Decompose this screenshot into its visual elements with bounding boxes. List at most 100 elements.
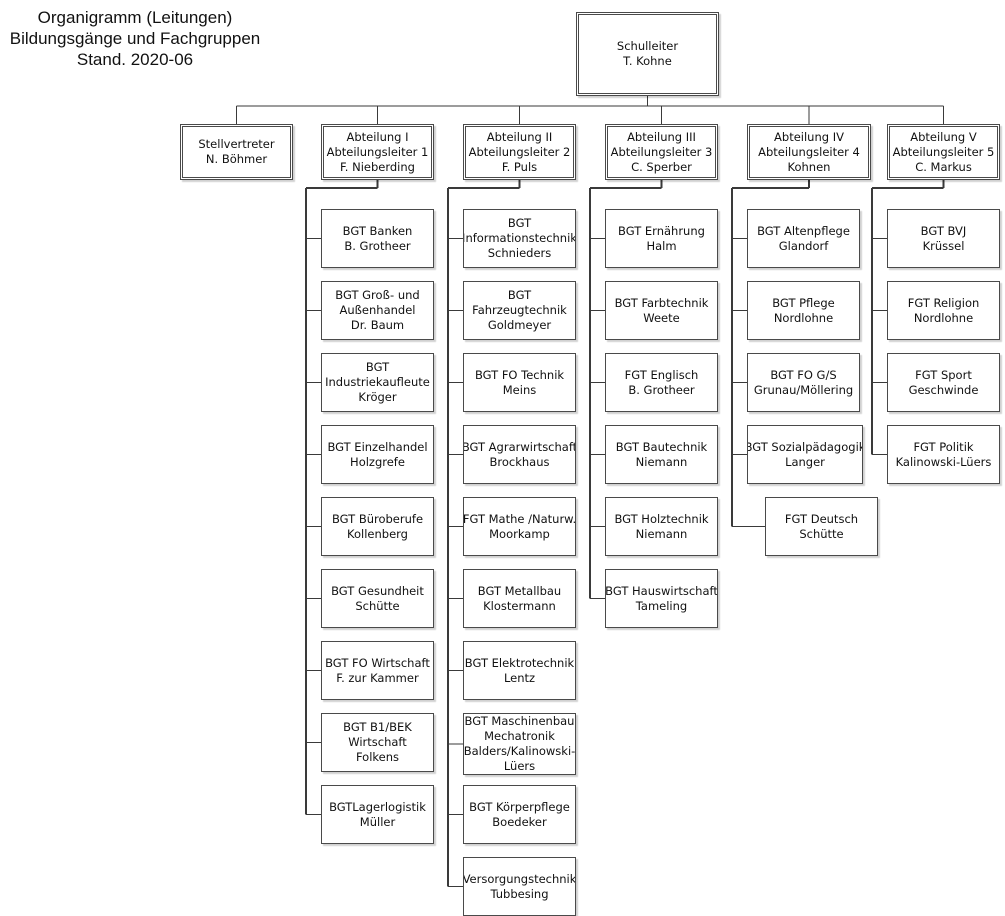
child-box-line: BGT (507, 216, 532, 230)
department-box-line: Abteilung V (910, 129, 977, 144)
child-box-line: Niemann (635, 526, 688, 541)
department-box-line: Abteilungsleiter 3 (610, 144, 713, 159)
child-box-line: BGT FO Technik (474, 367, 565, 382)
department-box-line: Abteilungsleiter 4 (758, 144, 860, 159)
department-box-line: Abteilungsleiter 2 (468, 144, 571, 159)
child-box-line: F. zur Kammer (336, 670, 419, 685)
child-box-line: Krüssel (922, 238, 965, 253)
child-box-line: B. Grotheer (344, 238, 411, 253)
child-box-line: Nordlohne (773, 310, 834, 325)
child-box-line: Tameling (635, 598, 688, 613)
child-box-line: Holzgrefe (350, 454, 405, 469)
child-box-line: BGT FO G/S (770, 367, 837, 382)
child-box-line: Boedeker (492, 814, 547, 829)
child-box-line: BGT Holztechnik (614, 511, 709, 526)
department-box-line: F. Nieberding (340, 159, 415, 174)
child-box-line: Informationstechnik (463, 231, 576, 245)
child-box-line: Folkens (355, 750, 400, 764)
child-box-line: BGT Groß- und (335, 288, 420, 302)
child-box-line: Moorkamp (489, 526, 550, 541)
child-box-line: Brockhaus (489, 454, 550, 469)
child-box-line: Lüers (503, 759, 536, 773)
child-box-line: Schütte (799, 526, 844, 541)
child-box-line: BGT Altenpflege (757, 223, 850, 238)
department-box-line: Abteilungsleiter 5 (892, 144, 995, 159)
child-box-line: BGT Elektrotechnik (464, 655, 575, 670)
child-box-line: Nordlohne (913, 310, 974, 325)
title-line-2: Bildungsgänge und Fachgruppen (9, 29, 261, 48)
title-line-1: Organigramm (Leitungen) (37, 8, 233, 27)
child-box-line: B. Grotheer (628, 382, 695, 397)
child-box-line: BGT Sozialpädagogik (747, 439, 863, 454)
child-box-line: BGT Gesundheit (331, 583, 424, 598)
child-box-line: FGT Religion (907, 295, 980, 310)
child-box-line: Glandorf (778, 238, 829, 253)
child-box-line: FGT Mathe /Naturw. (463, 511, 576, 526)
department-box-line: Abteilungsleiter 1 (326, 144, 429, 159)
child-box-line: Industriekaufleute (325, 375, 430, 389)
child-box-line: Schnieders (487, 246, 552, 260)
child-box-line: Geschwinde (908, 382, 979, 397)
child-box-line: BGT Metallbau (477, 583, 562, 598)
child-box-line: FGT Politik (913, 439, 974, 454)
child-box-line: Weete (643, 310, 680, 325)
child-box-line: Versorgungstechnik (463, 871, 576, 886)
root-box-line: T. Kohne (623, 54, 672, 68)
root-box-line: Schulleiter (616, 39, 679, 53)
child-box-line: FGT Deutsch (784, 511, 859, 526)
department-box-line: C. Sperber (631, 159, 692, 174)
department-box-line: Abteilung III (627, 129, 696, 144)
child-box-line: BGT (507, 288, 532, 302)
department-box-line: Abteilung I (346, 129, 409, 144)
child-box-line: BGT Agrarwirtschaft (463, 439, 576, 454)
child-box-line: Fahrzeugtechnik (472, 303, 567, 317)
department-box-line: F. Puls (501, 159, 538, 174)
child-box-line: Wirtschaft (348, 735, 407, 749)
child-box-line: Kollenberg (347, 526, 408, 541)
child-box-line: BGT B1/BEK (343, 720, 412, 734)
department-box-line: C. Markus (915, 159, 972, 174)
child-box-line: Schütte (355, 598, 400, 613)
deputy-box-line: N. Böhmer (205, 152, 268, 166)
child-box-line: BGT FO Wirtschaft (325, 655, 430, 670)
child-box-line: BGT Farbtechnik (614, 295, 709, 310)
child-box-line: BGT Banken (342, 223, 413, 238)
child-box-line: Kröger (358, 390, 397, 404)
child-box-line: Lentz (503, 670, 536, 685)
child-box-line: Halm (646, 238, 677, 253)
child-box: FGT Mathe /Naturw.Moorkamp (463, 497, 576, 556)
child-box-line: Außenhandel (339, 303, 416, 317)
deputy-box-line: Stellvertreter (198, 137, 275, 151)
child-box-line: Klostermann (483, 598, 556, 613)
child-box-line: Dr. Baum (350, 318, 405, 332)
child-box-line: BGT Einzelhandel (327, 439, 428, 454)
